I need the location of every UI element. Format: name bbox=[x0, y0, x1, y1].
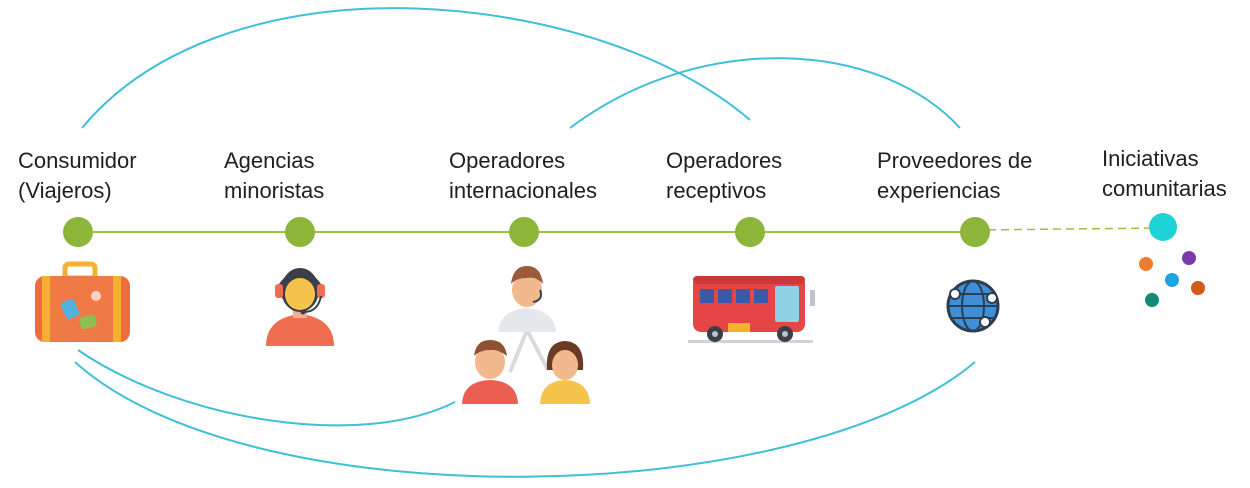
stage-label-receptive: Operadores receptivos bbox=[666, 148, 783, 203]
stage-label-experiences: Proveedores de experiencias bbox=[877, 148, 1033, 203]
timeline-nodes bbox=[63, 213, 1177, 247]
timeline-dashed-line bbox=[974, 227, 1161, 231]
suitcase-icon bbox=[35, 261, 130, 342]
headset-agent-icon bbox=[266, 268, 334, 346]
people-network-icon bbox=[462, 266, 590, 404]
globe-network-icon bbox=[946, 279, 1000, 333]
stage-label-consumer: Consumidor (Viajeros) bbox=[18, 148, 137, 203]
arc-international-to-experiences bbox=[569, 57, 961, 129]
arc-consumer-to-experiences bbox=[74, 361, 976, 478]
dots-cluster-icon bbox=[1139, 251, 1205, 307]
timeline-node-consumer bbox=[63, 217, 93, 247]
arc-consumer-to-receptive bbox=[81, 7, 751, 129]
stage-label-agencies: Agencias minoristas bbox=[224, 148, 325, 203]
stage-label-international: Operadores internacionales bbox=[449, 148, 597, 203]
timeline-node-international bbox=[509, 217, 539, 247]
timeline-node-agencies bbox=[285, 217, 315, 247]
timeline-node-experiences bbox=[960, 217, 990, 247]
timeline-node-receptive bbox=[735, 217, 765, 247]
arc-consumer-to-international bbox=[77, 349, 456, 427]
stage-label-community: Iniciativas comunitarias bbox=[1102, 146, 1227, 201]
connector-arcs bbox=[74, 7, 976, 478]
bus-icon bbox=[688, 276, 815, 343]
timeline-node-community bbox=[1149, 213, 1177, 241]
